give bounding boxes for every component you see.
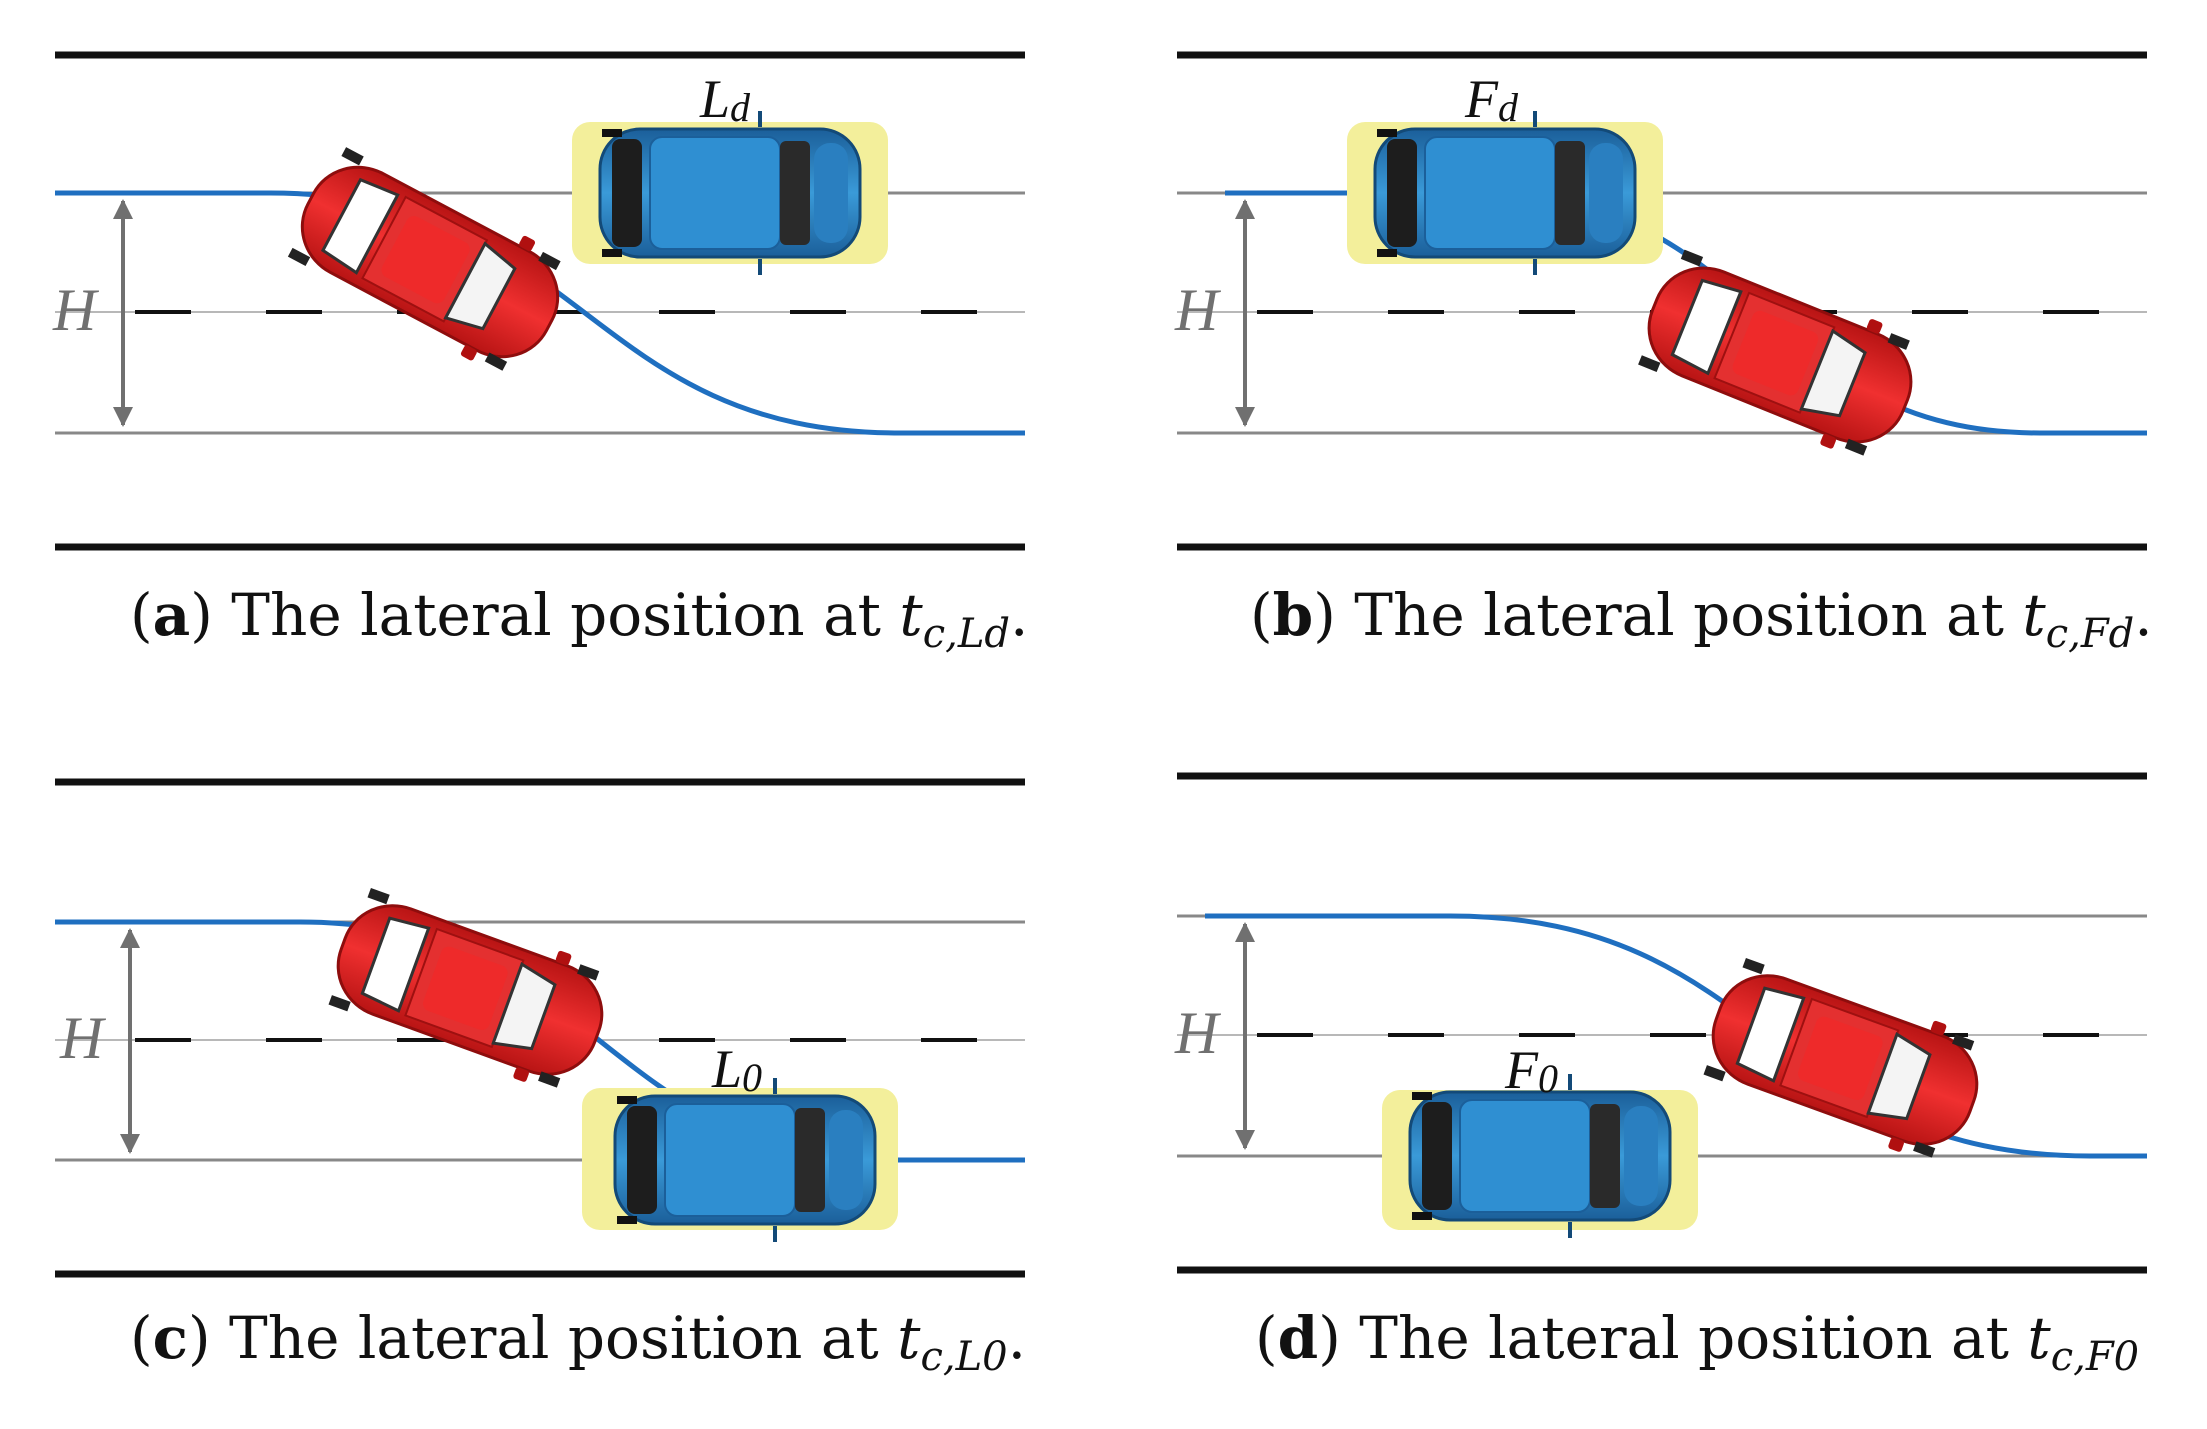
caption-text: The lateral position at xyxy=(1341,1304,2028,1372)
caption: (d) The lateral position at tc,F0 xyxy=(1255,1304,2139,1380)
caption-time-var: t xyxy=(2022,581,2046,649)
caption-time-var: t xyxy=(2027,1304,2051,1372)
h-label: H xyxy=(52,277,100,343)
caption-letter: d xyxy=(1278,1304,1319,1372)
h-label: H xyxy=(59,1005,107,1071)
caption: (a) The lateral position at tc,Ld. xyxy=(130,581,1028,657)
panel-d: F0 H (d) The lateral position at tc,F0 xyxy=(1174,772,2147,1380)
vehicle-label-main: F xyxy=(1464,69,1499,129)
vehicle-label-main: F xyxy=(1504,1040,1539,1100)
vehicle-label-main: L xyxy=(711,1039,742,1099)
vehicle-label-sub: 0 xyxy=(1538,1056,1558,1101)
blue-car xyxy=(598,109,862,277)
caption-time-var: t xyxy=(899,581,923,649)
caption: (b) The lateral position at tc,Fd. xyxy=(1250,581,2153,657)
caption-time-sub: c,L0 xyxy=(920,1334,1007,1380)
caption: (c) The lateral position at tc,L0. xyxy=(130,1304,1026,1380)
vehicle-label-sub: 0 xyxy=(742,1055,762,1100)
red-car xyxy=(277,137,583,387)
vehicle-label: Fd xyxy=(1464,69,1519,130)
caption-text: The lateral position at xyxy=(213,581,900,649)
caption-time-var: t xyxy=(897,1304,921,1372)
blue-car xyxy=(1373,109,1637,277)
vehicle-label: F0 xyxy=(1504,1040,1558,1101)
panel-b: FdH (b) The lateral position at tc,Fd. xyxy=(1174,51,2153,657)
caption-letter: a xyxy=(153,581,191,649)
red-car xyxy=(1693,948,1997,1172)
vehicle-label-main: L xyxy=(699,69,730,129)
caption-text: The lateral position at xyxy=(1336,581,2023,649)
vehicle-label: Ld xyxy=(699,69,751,130)
panel-a: LdH(a) The lateral position at tc,Ld. xyxy=(52,51,1028,657)
caption-time-sub: c,Fd xyxy=(2046,611,2134,657)
caption-end: . xyxy=(1008,1304,1026,1372)
red-car xyxy=(1627,239,1933,471)
caption-text: The lateral position at xyxy=(211,1304,898,1372)
caption-time-sub: c,Ld xyxy=(923,611,1010,657)
h-label: H xyxy=(1174,1000,1222,1066)
vehicle-label-sub: d xyxy=(730,85,751,130)
h-label: H xyxy=(1174,277,1222,343)
panel-c: L0H(c) The lateral position at tc,L0. xyxy=(55,778,1026,1380)
blue-car xyxy=(613,1076,877,1244)
caption-letter: b xyxy=(1273,581,1314,649)
caption-letter: c xyxy=(153,1304,188,1372)
caption-end: . xyxy=(2134,581,2152,649)
vehicle-label: L0 xyxy=(711,1039,762,1100)
vehicle-label-sub: d xyxy=(1498,85,1519,130)
red-car xyxy=(318,878,622,1102)
caption-time-sub: c,F0 xyxy=(2051,1334,2139,1380)
caption-end: . xyxy=(1010,581,1028,649)
